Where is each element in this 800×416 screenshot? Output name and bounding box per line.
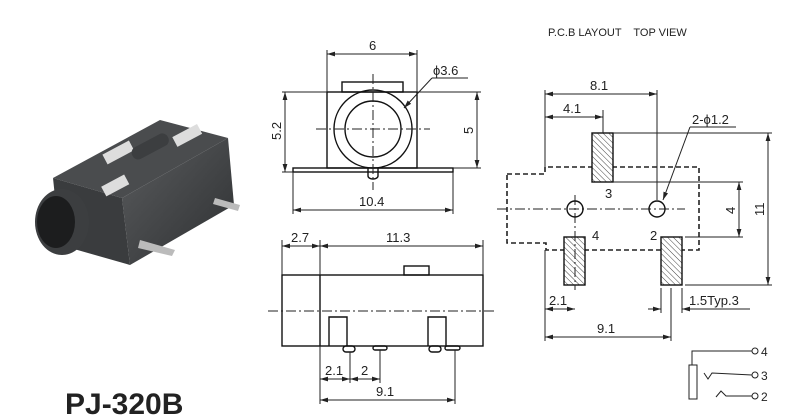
schematic-pin-3: 3 — [761, 369, 768, 383]
dim-width-8-1: 8.1 — [590, 78, 608, 93]
pin-label-2: 2 — [650, 228, 657, 243]
dim-pitch-4: 4 — [723, 207, 738, 214]
dim-offset-4-1: 4.1 — [563, 101, 581, 116]
dim-span-9-1: 9.1 — [597, 321, 615, 336]
dim-pad-2-1: 2.1 — [549, 293, 567, 308]
dim-width-10-4: 10.4 — [359, 194, 384, 209]
pin-label-4: 4 — [592, 228, 599, 243]
dim-hole-diameter: 2-ϕ1.2 — [692, 112, 729, 127]
product-photo — [35, 120, 240, 265]
dim-length-11-3: 11.3 — [386, 230, 410, 245]
mounting-hole — [566, 200, 584, 218]
mounting-hole — [648, 200, 666, 218]
pcb-layout — [497, 90, 772, 341]
pin-schematic — [688, 347, 759, 400]
schematic-pin-2: 2 — [761, 390, 768, 404]
dim-pin-2-1: 2.1 — [325, 363, 343, 378]
pad-3 — [591, 132, 614, 183]
side-view — [268, 240, 494, 404]
pcb-layout-title: P.C.B LAYOUT TOP VIEW — [548, 27, 687, 39]
front-view — [282, 50, 481, 214]
dim-width-6: 6 — [369, 38, 376, 53]
dim-span-9-1: 9.1 — [376, 384, 394, 399]
dim-nose-2-7: 2.7 — [291, 230, 309, 245]
dim-height-5-2: 5.2 — [269, 122, 284, 140]
dim-bore-diameter: ϕ3.6 — [433, 63, 458, 78]
pin-label-3: 3 — [605, 186, 612, 201]
dim-pin-2: 2 — [361, 363, 368, 378]
dim-height-11: 11 — [752, 203, 767, 217]
dim-pad-width: 1.5Typ.3 — [689, 293, 739, 308]
schematic-pin-4: 4 — [761, 345, 768, 359]
product-title: PJ-320B — [65, 388, 183, 416]
pad-2 — [660, 236, 683, 286]
dim-height-5: 5 — [461, 127, 476, 134]
